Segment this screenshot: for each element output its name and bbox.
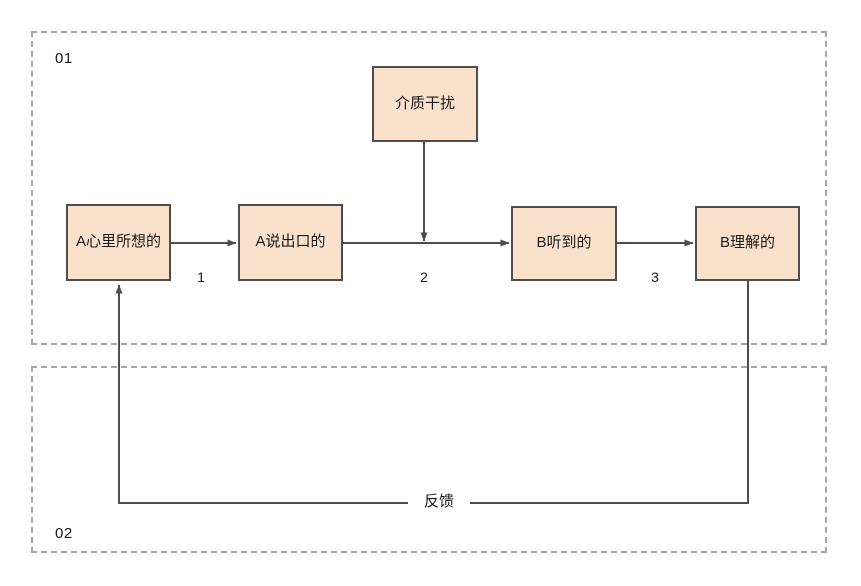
edge-label-2: 2 xyxy=(420,269,428,285)
node-b-hears[interactable]: B听到的 xyxy=(511,206,617,281)
group-label-02: 02 xyxy=(55,525,73,542)
node-a-says-label: A说出口的 xyxy=(255,233,326,251)
edge-label-feedback: 反馈 xyxy=(408,494,470,509)
edge-label-3: 3 xyxy=(651,269,659,285)
node-b-understands-label: B理解的 xyxy=(719,234,775,252)
node-b-understands[interactable]: B理解的 xyxy=(695,206,800,281)
group-frame-02[interactable] xyxy=(31,366,827,553)
node-a-thinks-label: A心里所想的 xyxy=(75,233,161,251)
node-a-says[interactable]: A说出口的 xyxy=(238,204,343,281)
connector-feedback-loop xyxy=(115,281,749,504)
edge-label-1: 1 xyxy=(197,269,205,285)
node-b-hears-label: B听到的 xyxy=(536,234,592,252)
node-medium-noise-label: 介质干扰 xyxy=(394,94,455,112)
group-label-01: 01 xyxy=(55,50,73,67)
group-frame-01[interactable] xyxy=(31,31,827,345)
node-a-thinks[interactable]: A心里所想的 xyxy=(66,204,171,281)
node-medium-noise[interactable]: 介质干扰 xyxy=(372,66,478,142)
